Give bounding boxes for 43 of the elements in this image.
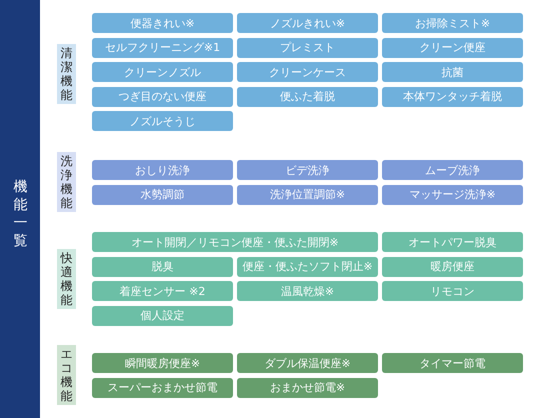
feature-tag: ビデ洗浄 [237, 160, 378, 180]
feature-tag: スーパーおまかせ節電 [92, 378, 233, 398]
feature-tag: ダブル保温便座※ [237, 353, 378, 373]
feature-tag: オート開閉／リモコン便座・便ふた開閉※ [92, 232, 378, 252]
feature-tag: タイマー節電 [382, 353, 523, 373]
feature-tag: おしり洗浄 [92, 160, 233, 180]
feature-tag: ムーブ洗浄 [382, 160, 523, 180]
feature-tag: 抗菌 [382, 62, 523, 82]
category-tag [57, 249, 76, 309]
feature-tag: 便ふた着脱 [237, 86, 378, 107]
feature-tag: ノズルそうじ [92, 111, 233, 132]
category-label: エコ機能 [60, 347, 73, 403]
feature-tag: セルフクリーニング※1 [92, 38, 233, 58]
category-label: 清潔機能 [60, 46, 73, 102]
feature-tag: 着座センサー ※2 [92, 281, 233, 302]
feature-tag: 便器きれい※ [92, 13, 233, 33]
feature-tag: ノズルきれい※ [237, 13, 378, 33]
feature-tag: リモコン [382, 281, 523, 302]
feature-tag: 便座・便ふたソフト閉止※ [237, 256, 378, 277]
side-band [0, 0, 40, 418]
category-tag [57, 152, 76, 212]
category-tag [57, 345, 76, 405]
feature-tag: 脱臭 [92, 256, 233, 277]
feature-tag: 個人設定 [92, 306, 233, 326]
feature-tag: つぎ目のない便座 [92, 86, 233, 107]
feature-tag: お掃除ミスト※ [382, 13, 523, 33]
feature-tag: マッサージ洗浄※ [382, 184, 523, 205]
feature-tag: 洗浄位置調節※ [237, 184, 378, 205]
feature-tag: プレミスト [237, 38, 378, 58]
feature-tag: おまかせ節電※ [237, 378, 378, 398]
feature-tag: クリーンケース [237, 62, 378, 82]
feature-tag: クリーン便座 [382, 38, 523, 58]
feature-tag: 暖房便座 [382, 256, 523, 277]
category-tag [57, 44, 76, 104]
feature-tag: クリーンノズル [92, 62, 233, 82]
feature-tag: 水勢調節 [92, 184, 233, 205]
category-label: 洗浄機能 [60, 154, 73, 210]
feature-tag: 温風乾燥※ [237, 281, 378, 302]
feature-tag: オートパワー脱臭 [382, 232, 523, 252]
feature-tag: 瞬間暖房便座※ [92, 353, 233, 373]
feature-tag: 本体ワンタッチ着脱 [382, 86, 523, 107]
side-title: 機能一覧 [13, 178, 28, 250]
category-label: 快適機能 [60, 251, 73, 307]
